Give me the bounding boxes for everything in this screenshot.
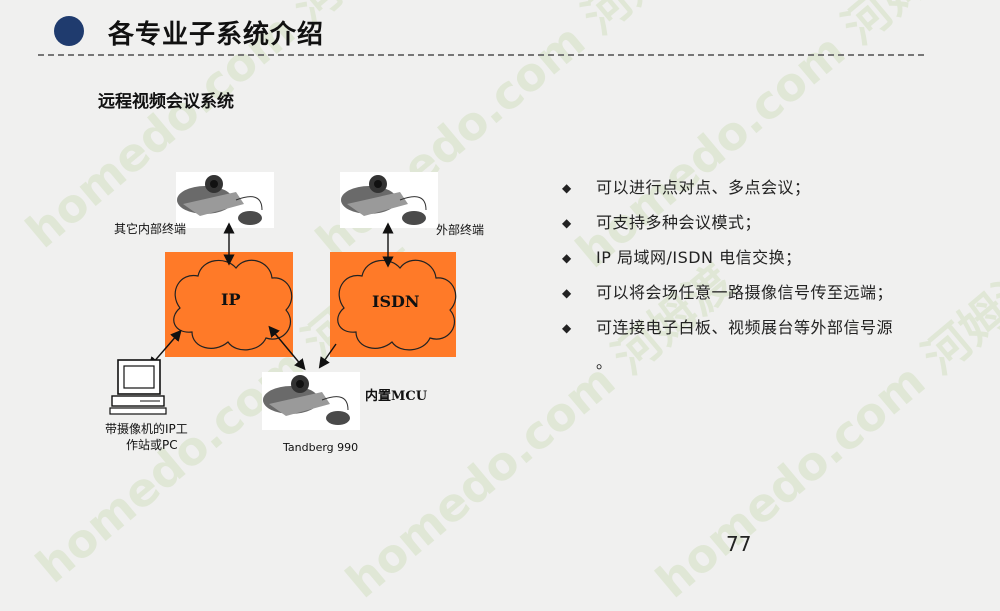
list-item: ◆可连接电子白板、视频展台等外部信号源 [562, 315, 942, 350]
label-ip-cloud: IP [221, 290, 241, 309]
video-terminal-external [340, 172, 438, 228]
list-item: ◆可以将会场任意一路摄像信号传至远端； [562, 280, 942, 315]
label-internal-terminal: 其它内部终端 [114, 222, 187, 236]
network-diagram [109, 172, 457, 430]
label-pc-line1: 带摄像机的IP工 [105, 422, 188, 436]
slide: homedo.com 河姆渡 homedo.com 河姆渡 homedo.com… [16, 0, 1000, 608]
list-item: ◆可支持多种会议模式； [562, 210, 942, 245]
label-pc-line2: 作站或PC [126, 438, 178, 452]
diamond-bullet-icon: ◆ [562, 286, 572, 300]
video-terminal-internal [176, 172, 274, 228]
feature-list: ◆可以进行点对点、多点会议； ◆可支持多种会议模式； ◆IP 局域网/ISDN … [562, 175, 942, 385]
label-mcu: 内置MCU [365, 389, 428, 404]
label-isdn-cloud: ISDN [372, 292, 420, 311]
title-bullet-icon [54, 16, 84, 46]
diamond-bullet-icon: ◆ [562, 216, 572, 230]
list-item: ◆可以进行点对点、多点会议； [562, 175, 942, 210]
pc-workstation-icon [109, 359, 167, 415]
list-item-continuation: 。 [596, 353, 613, 372]
diamond-bullet-icon: ◆ [562, 181, 572, 195]
isdn-cloud-icon [337, 259, 457, 351]
mcu-terminal [262, 372, 360, 430]
diamond-bullet-icon: ◆ [562, 251, 572, 265]
label-mcu-model: Tandberg 990 [283, 441, 359, 454]
title-divider [38, 54, 924, 56]
label-external-terminal: 外部终端 [436, 223, 485, 237]
page-number: 77 [726, 532, 752, 556]
diamond-bullet-icon: ◆ [562, 321, 572, 335]
ip-cloud-icon [173, 259, 293, 351]
list-item: ◆IP 局域网/ISDN 电信交换； [562, 245, 942, 280]
section-subtitle: 远程视频会议系统 [98, 92, 234, 112]
page-title: 各专业子系统介绍 [108, 20, 325, 50]
